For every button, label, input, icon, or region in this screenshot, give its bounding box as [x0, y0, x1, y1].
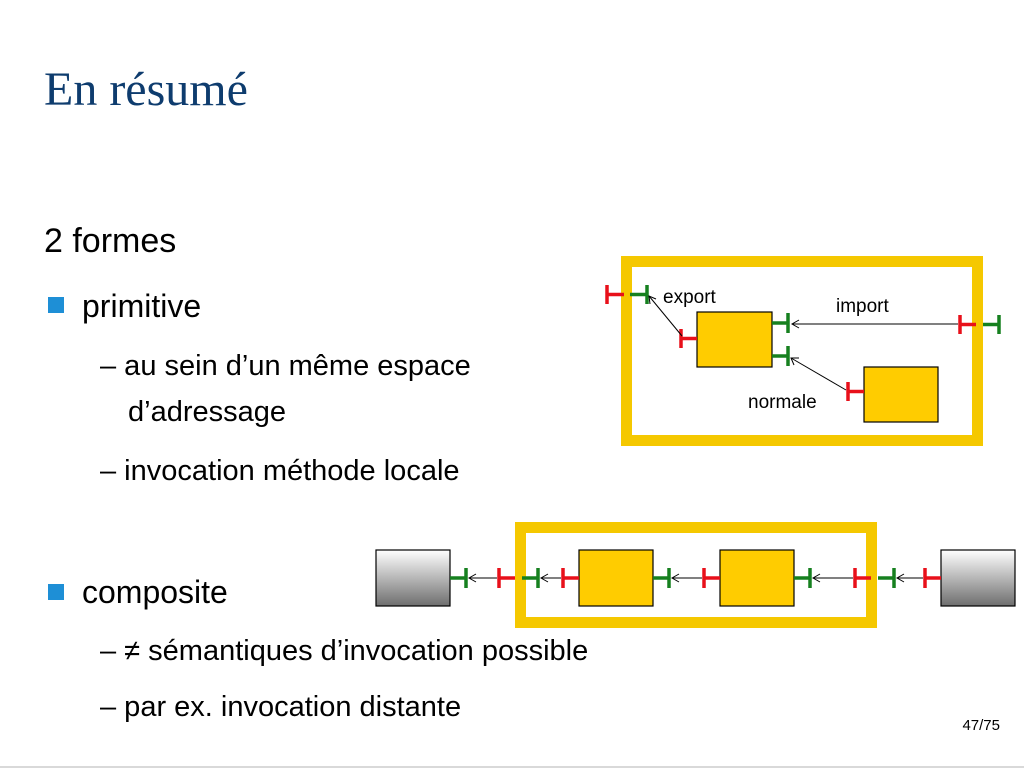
required-port-icon [923, 568, 941, 588]
sub-item-composite-1: – ≠ sémantiques d’invocation possible [100, 635, 589, 667]
bullet-composite: composite [82, 574, 228, 610]
required-port-icon [958, 315, 976, 334]
normal-binding-arrow [790, 357, 847, 391]
inner-component-b [863, 366, 939, 423]
sub-item-primitive-1a: – au sein d’un même espace [100, 350, 471, 382]
intro-text: 2 formes [44, 222, 177, 260]
binding-arrow [895, 573, 923, 583]
import-label: import [836, 296, 890, 317]
required-port-icon [853, 568, 871, 588]
provided-port-icon [772, 346, 790, 366]
required-port-icon [846, 382, 864, 401]
bullet-primitive: primitive [82, 288, 202, 324]
normale-label: normale [748, 392, 817, 413]
required-port-icon [605, 285, 624, 304]
required-port-icon [702, 568, 720, 588]
inner-component-a [696, 311, 773, 368]
sub-item-primitive-1b: d’adressage [128, 396, 286, 428]
composite-frame [621, 256, 983, 446]
provided-port-icon [450, 568, 468, 588]
required-port-icon [679, 329, 697, 348]
provided-port-icon [878, 568, 896, 588]
footer-divider [0, 766, 1024, 768]
provided-port-icon [522, 568, 540, 588]
binding-arrow [467, 573, 497, 583]
export-label: export [663, 287, 717, 308]
page-number: 47/75 [962, 717, 1000, 734]
export-binding-arrow [648, 295, 683, 337]
external-component-right [940, 549, 1016, 607]
sub-item-primitive-2: – invocation méthode locale [100, 455, 460, 487]
external-component-left [375, 549, 451, 607]
sub-item-composite-2: – par ex. invocation distante [100, 691, 462, 723]
provided-port-icon [630, 285, 649, 304]
binding-arrow [539, 573, 561, 583]
slide-title: En résumé [44, 63, 248, 116]
bullet-square-icon [48, 584, 64, 600]
required-port-icon [497, 568, 515, 588]
chain-component-1 [578, 549, 654, 607]
import-binding-arrow [790, 319, 958, 329]
provided-port-icon [653, 568, 671, 588]
required-port-icon [561, 568, 579, 588]
binding-arrow [811, 573, 853, 583]
provided-port-icon [772, 313, 790, 333]
provided-port-icon [794, 568, 812, 588]
chain-component-2 [719, 549, 795, 607]
bullet-square-icon [48, 297, 64, 313]
provided-port-icon [983, 315, 1001, 334]
binding-arrow [670, 573, 702, 583]
composite-frame [515, 522, 877, 628]
